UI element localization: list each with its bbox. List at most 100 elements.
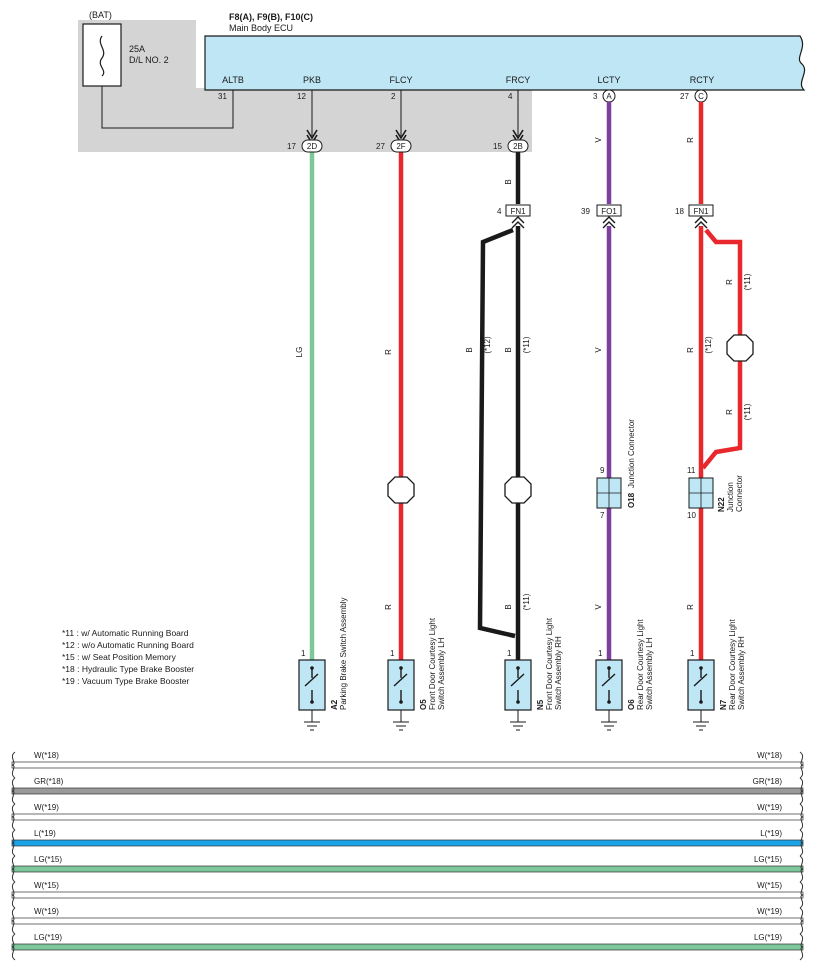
switch-o5-ground-icon [393, 710, 409, 731]
switch-n5-ground-icon [510, 710, 526, 731]
note-18: *18 : Hydraulic Type Brake Booster [62, 664, 194, 674]
conn-2b-label: 2B [513, 142, 523, 151]
wire-label-n12-r: (*12) [704, 336, 713, 354]
conn-fn1-a-box [505, 204, 531, 217]
ecu-body [204, 35, 806, 91]
wire-label-n11-b: (*11) [522, 336, 531, 353]
switch-a2: 1 [298, 649, 326, 731]
switch-a2-contact-icon [304, 668, 319, 702]
switch-o5-name2: Switch Assembly LH [437, 637, 446, 710]
junction-o18-pin-top: 9 [600, 466, 605, 475]
fuse-rating: 25A [129, 44, 145, 54]
switch-o6: 1 [595, 649, 623, 731]
bus-label-left: L(*19) [34, 829, 56, 838]
bus-break-icon [11, 803, 16, 831]
pin-name-flcy: FLCY [389, 75, 412, 85]
bus-label-right: W(*19) [757, 803, 782, 812]
bus-break-icon [11, 855, 16, 883]
bus-break-icon [799, 855, 804, 883]
junction-o18-pin-bottom: 7 [600, 511, 605, 520]
wire-label-n11-b2: (*11) [522, 593, 531, 610]
switch-o5-contact-icon [393, 668, 408, 702]
switch-n5: 1 [504, 649, 532, 731]
switch-n5-name1: Front Door Courtesy Light [545, 617, 554, 710]
junction-n22-id: N22 [717, 497, 726, 512]
switch-n5-id: N5 [536, 699, 545, 710]
bus-break-icon [11, 907, 16, 935]
junction-o18-name: Junction Connector [627, 419, 636, 488]
wire-label-v-1: V [594, 137, 603, 143]
fuse-name: D/L NO. 2 [129, 55, 169, 65]
bus-label-right: LG(*19) [754, 933, 782, 942]
switch-o6-name2: Switch Assembly LH [645, 637, 654, 710]
conn-fo1-box [596, 204, 622, 217]
bus-break-icon [799, 907, 804, 935]
conn-fn1-b-arrow-icon [694, 216, 708, 229]
note-11: *11 : w/ Automatic Running Board [62, 628, 189, 638]
conn-fn1-a-arrow-icon [511, 216, 525, 229]
conn-2f-bubble [390, 139, 412, 153]
bus-wire [11, 865, 804, 873]
bus-label-left: GR(*18) [34, 777, 64, 786]
bus-label-right: L(*19) [760, 829, 782, 838]
conn-2d-bubble [301, 139, 323, 153]
conn-fn1-b-box [688, 204, 714, 217]
pin-name-altb: ALTB [222, 75, 244, 85]
switch-a2-pin: 1 [301, 649, 306, 658]
bus-break-icon [799, 881, 804, 909]
ecu-ids: F8(A), F9(B), F10(C) [229, 12, 313, 22]
pin-num-flcy: 2 [391, 92, 396, 101]
bus-label-right: LG(*15) [754, 855, 782, 864]
junction-n22-name: Junction [726, 482, 735, 512]
bus-label-left: LG(*19) [34, 933, 62, 942]
wire-label-r-6: R [725, 409, 734, 415]
wire-label-r-3: R [686, 137, 695, 143]
bus-break-icon [11, 881, 16, 909]
bus-break-icon [799, 751, 804, 779]
bus-wire [11, 891, 804, 899]
switch-n7-ground-icon [693, 710, 709, 731]
pin-num-frcy: 4 [508, 92, 513, 101]
splice-n7-icon [726, 334, 754, 362]
switch-n7-pin: 1 [690, 649, 695, 658]
conn-fo1-num: 39 [581, 207, 590, 216]
conn-2f-label: 2F [396, 142, 405, 151]
wire-label-b-1: B [504, 179, 513, 184]
conn-fo1-label: FO1 [601, 207, 617, 216]
switch-n7-id: N7 [719, 699, 728, 710]
bus-break-icon [11, 933, 16, 961]
bus-wire [11, 813, 804, 821]
fuse-icon [99, 35, 105, 77]
switch-o6-pin: 1 [598, 649, 603, 658]
switch-o5-pin: 1 [390, 649, 395, 658]
wire-label-r-7: R [686, 604, 695, 610]
bus-wire [11, 787, 804, 795]
wire-label-n11-r2: (*11) [743, 403, 752, 420]
ecu-name: Main Body ECU [229, 23, 293, 33]
bus-wire [11, 761, 804, 769]
notes-legend: *11 : w/ Automatic Running Board *12 : w… [62, 628, 194, 686]
pin-name-frcy: FRCY [506, 75, 531, 85]
switch-o6-name1: Rear Door Courtesy Light [636, 619, 645, 710]
switch-n7: 1 [687, 649, 715, 731]
switch-o6-contact-icon [601, 668, 616, 702]
wire-label-b-4: B [504, 604, 513, 609]
wire-label-b-3: B [504, 347, 513, 352]
conn-c-label: C [698, 92, 704, 101]
conn-fn1-a-num: 4 [497, 207, 502, 216]
bus-label-right: W(*15) [757, 881, 782, 890]
bus-wire [11, 917, 804, 925]
pin-num-lcty: 3 [593, 92, 598, 101]
pin-name-rcty: RCTY [690, 75, 715, 85]
splice-o5-icon [387, 476, 415, 504]
wire-label-r-5: R [725, 279, 734, 285]
conn-fn1-b-label: FN1 [693, 207, 709, 216]
conn-2b-bubble [507, 139, 529, 153]
bus-lines: W(*18)W(*18)GR(*18)GR(*18)W(*19)W(*19)L(… [11, 751, 804, 961]
pin-name-lcty: LCTY [597, 75, 620, 85]
bus-label-left: W(*19) [34, 803, 59, 812]
wire-black-alt [477, 227, 516, 639]
switch-a2-name1: Parking Brake Switch Assembly [339, 598, 348, 711]
bus-label-left: W(*15) [34, 881, 59, 890]
